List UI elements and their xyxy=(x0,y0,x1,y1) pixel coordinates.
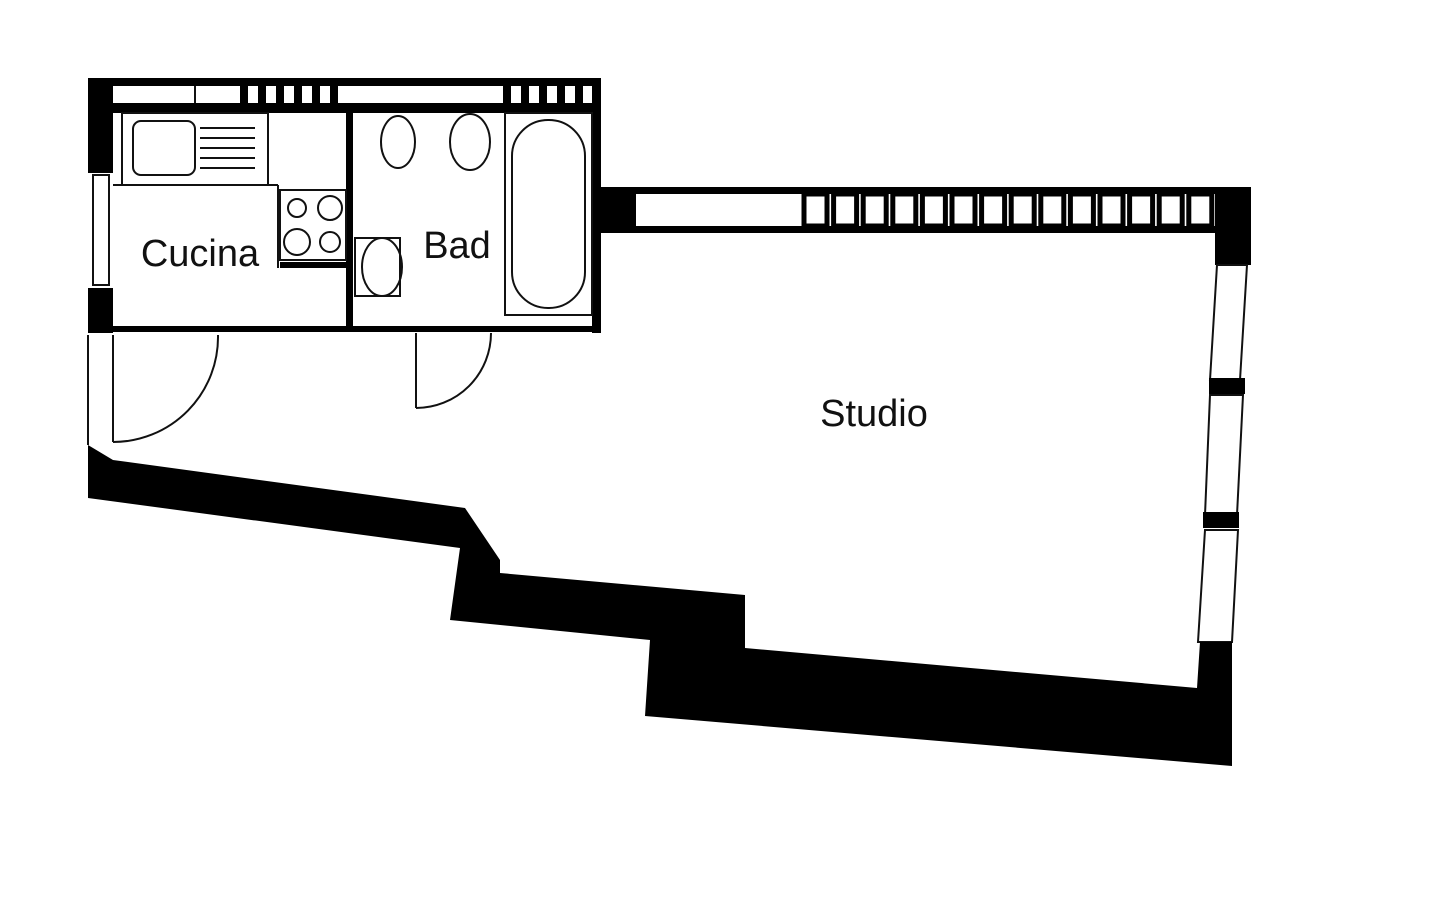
window-slat xyxy=(1097,191,1126,229)
stove xyxy=(279,189,347,261)
window-slat xyxy=(919,191,948,229)
window-slat xyxy=(890,191,919,229)
studio-walls xyxy=(88,187,1251,766)
window-slat xyxy=(1156,191,1185,229)
entrance-door xyxy=(112,334,220,443)
bottom-wall xyxy=(88,445,1232,766)
studio-top-wall-inner xyxy=(600,226,1230,233)
washbasin-icon xyxy=(361,237,403,297)
right-windows xyxy=(1196,264,1249,643)
corner-pillar xyxy=(1215,187,1251,265)
top-window-right xyxy=(503,86,583,103)
studio-top-wall xyxy=(600,187,1250,194)
window-slat xyxy=(1008,191,1037,229)
bath-door xyxy=(415,332,492,409)
room-label-bad: Bad xyxy=(423,225,491,267)
left-wall-lower xyxy=(88,288,113,333)
block-bottom-wall xyxy=(88,326,600,332)
room-label-studio: Studio xyxy=(820,393,928,435)
bathtub xyxy=(504,112,593,316)
kitchen-partition xyxy=(280,262,350,268)
sink-icon xyxy=(132,120,196,176)
left-window xyxy=(92,174,110,286)
kitchen-bath-block xyxy=(87,78,601,445)
top-wall-inner xyxy=(88,103,600,113)
window-slat xyxy=(949,191,978,229)
window-slat xyxy=(979,191,1008,229)
window-slat xyxy=(1127,191,1156,229)
window-slat xyxy=(1067,191,1096,229)
room-label-cucina: Cucina xyxy=(141,233,260,275)
window-slat xyxy=(801,191,830,229)
bathtub-basin-icon xyxy=(511,119,586,309)
toilet-icon xyxy=(380,115,416,169)
window-slat xyxy=(1186,191,1215,229)
left-wall-upper xyxy=(88,78,113,173)
bidet-icon xyxy=(449,113,491,171)
stove-burners-icon xyxy=(283,195,343,256)
top-wall xyxy=(88,78,600,86)
top-window-left xyxy=(194,86,338,103)
partition-wall xyxy=(346,110,353,330)
window-slat xyxy=(1038,191,1067,229)
top-window-studio xyxy=(801,191,1215,229)
drainboard-icon xyxy=(200,127,255,169)
window-slat xyxy=(831,191,860,229)
right-wall-block xyxy=(592,78,601,333)
window-slat xyxy=(860,191,889,229)
